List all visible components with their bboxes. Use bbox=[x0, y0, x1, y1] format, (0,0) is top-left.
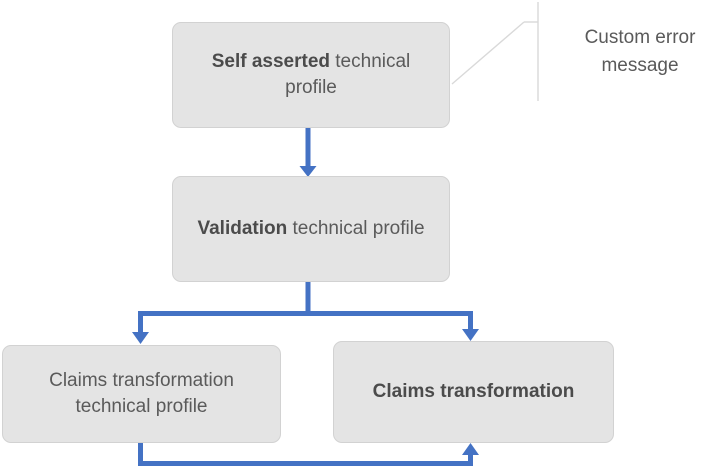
connector-validation-branch bbox=[132, 282, 479, 344]
node-label: Validation technical profile bbox=[197, 216, 424, 242]
connector-claims-transformation-feedback-loop bbox=[138, 443, 479, 466]
connector-self-asserted-to-validation bbox=[299, 128, 317, 177]
connector-callout-leader bbox=[451, 2, 539, 101]
node-claims-transformation[interactable]: Claims transformation bbox=[333, 341, 614, 443]
node-self-asserted-technical-profile[interactable]: Self asserted technical profile bbox=[172, 22, 450, 128]
node-label: Self asserted technical profile bbox=[185, 49, 437, 100]
node-label-normal: technical profile bbox=[285, 51, 411, 98]
node-label-bold: Validation bbox=[197, 218, 288, 240]
node-label-normal: technical profile bbox=[287, 218, 425, 240]
node-label: Claims transformation technical profile bbox=[49, 370, 234, 417]
node-label-bold: Self asserted bbox=[211, 51, 330, 73]
annotation-custom-error-message: Custom error message bbox=[560, 24, 720, 79]
annotation-line-2: message bbox=[601, 54, 679, 76]
node-validation-technical-profile[interactable]: Validation technical profile bbox=[172, 176, 450, 282]
node-claims-transformation-technical-profile[interactable]: Claims transformation technical profile bbox=[2, 345, 281, 443]
node-label: Claims transformation bbox=[372, 381, 575, 403]
annotation-line-1: Custom error bbox=[584, 27, 696, 48]
